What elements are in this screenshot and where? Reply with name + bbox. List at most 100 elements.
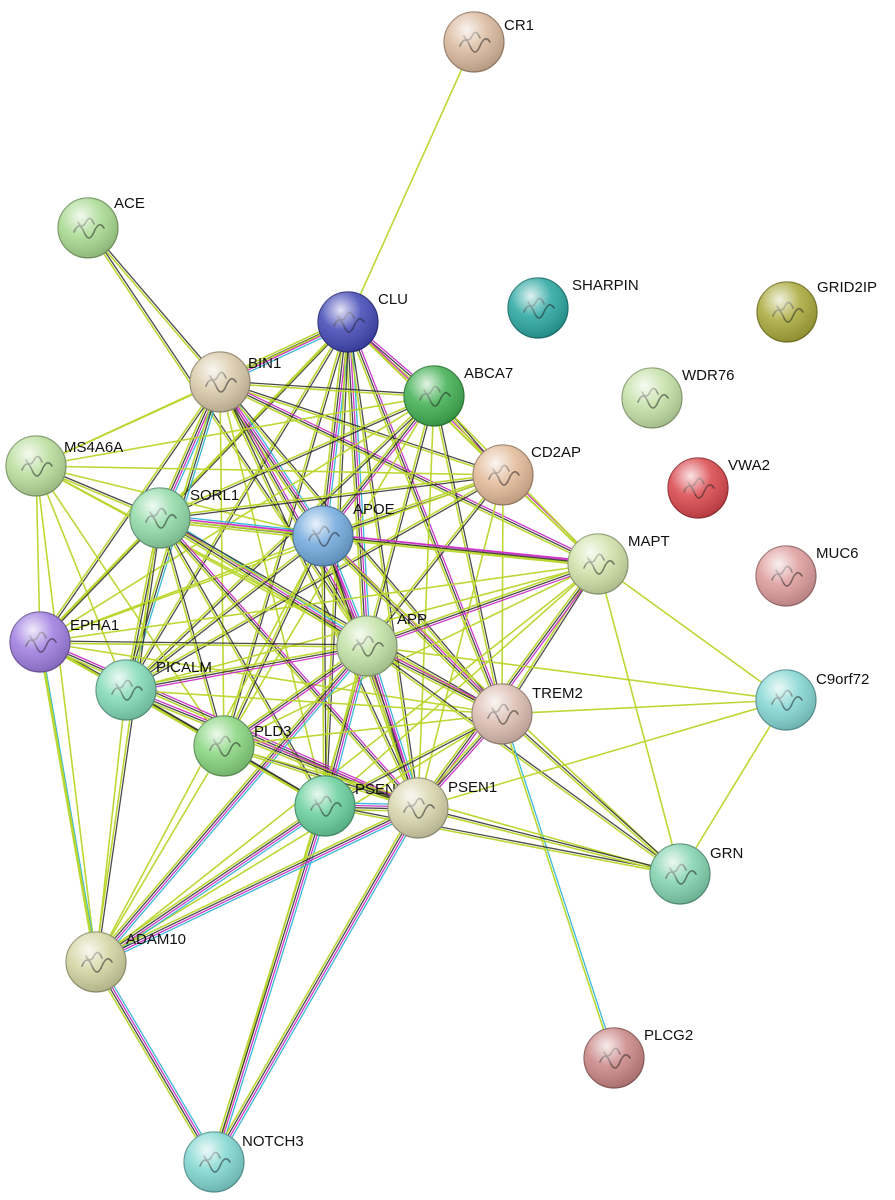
edge-line bbox=[38, 380, 220, 642]
node-bubble[interactable] bbox=[183, 1131, 245, 1193]
edge-abca7-picalm bbox=[124, 394, 436, 692]
edge-sorl1-pld3 bbox=[158, 517, 226, 747]
node-bubble[interactable] bbox=[667, 457, 729, 519]
node-grn[interactable]: GRN bbox=[649, 843, 743, 905]
edge-line bbox=[343, 322, 365, 647]
node-bubble[interactable] bbox=[57, 197, 119, 259]
edge-line bbox=[35, 465, 225, 747]
node-bubble[interactable] bbox=[336, 615, 398, 677]
edge-line bbox=[434, 395, 504, 714]
edge-line bbox=[418, 806, 681, 874]
edge-abca7-epha1 bbox=[39, 395, 435, 643]
node-label-ace: ACE bbox=[114, 195, 145, 212]
edge-line bbox=[223, 745, 681, 875]
edge-line bbox=[348, 321, 420, 808]
edge-pld3-adam10 bbox=[95, 745, 225, 963]
node-label-grn: GRN bbox=[710, 845, 743, 862]
node-abca7[interactable]: ABCA7 bbox=[403, 365, 513, 427]
node-picalm[interactable]: PICALM bbox=[95, 659, 212, 721]
node-label-clu: CLU bbox=[378, 291, 408, 308]
node-mapt[interactable]: MAPT bbox=[567, 533, 670, 595]
node-bubble[interactable] bbox=[5, 435, 67, 497]
node-notch3[interactable]: NOTCH3 bbox=[183, 1131, 304, 1193]
edge-line bbox=[38, 642, 96, 963]
node-label-psen1: PSEN1 bbox=[448, 779, 497, 796]
node-label-muc6: MUC6 bbox=[816, 545, 859, 562]
node-bubble[interactable] bbox=[387, 777, 449, 839]
edge-line bbox=[95, 563, 599, 963]
edge-line bbox=[39, 641, 97, 963]
node-bubble[interactable] bbox=[9, 611, 71, 673]
edge-line bbox=[219, 382, 434, 398]
edge-adam10-notch3 bbox=[92, 959, 218, 1165]
edge-mapt-c9orf72 bbox=[597, 563, 787, 701]
node-label-app: APP bbox=[397, 611, 427, 628]
node-clu[interactable]: CLU bbox=[317, 291, 408, 353]
edge-cd2ap-psen1 bbox=[417, 474, 504, 809]
node-muc6[interactable]: MUC6 bbox=[755, 545, 859, 607]
edge-line bbox=[322, 537, 598, 567]
node-adam10[interactable]: ADAM10 bbox=[65, 931, 186, 993]
node-bubble[interactable] bbox=[621, 367, 683, 429]
edge-line bbox=[93, 802, 324, 960]
node-cr1[interactable]: CR1 bbox=[443, 11, 534, 73]
edge-bin1-pld3 bbox=[219, 381, 225, 747]
node-c9orf72[interactable]: C9orf72 bbox=[755, 669, 869, 731]
edge-line bbox=[94, 962, 214, 1163]
node-bubble[interactable] bbox=[649, 843, 711, 905]
edge-line bbox=[35, 395, 435, 467]
edge-line bbox=[124, 394, 434, 690]
node-bubble[interactable] bbox=[756, 281, 818, 343]
edge-cd2ap-sorl1 bbox=[159, 473, 504, 520]
edge-line bbox=[365, 395, 434, 646]
edge-line bbox=[348, 321, 369, 646]
node-bubble[interactable] bbox=[755, 545, 817, 607]
node-bubble[interactable] bbox=[472, 444, 534, 506]
edge-line bbox=[597, 563, 787, 701]
edge-apoe-mapt bbox=[322, 533, 599, 567]
edge-line bbox=[417, 474, 504, 809]
edge-trem2-c9orf72 bbox=[501, 699, 787, 715]
node-bubble[interactable] bbox=[292, 505, 354, 567]
edge-line bbox=[158, 518, 224, 747]
node-bubble[interactable] bbox=[403, 365, 465, 427]
edge-line bbox=[366, 563, 599, 647]
edge-mapt-app bbox=[365, 561, 599, 649]
node-ace[interactable]: ACE bbox=[57, 195, 145, 259]
node-label-cr1: CR1 bbox=[504, 17, 534, 34]
edge-cd2ap-epha1 bbox=[39, 474, 504, 643]
node-bubble[interactable] bbox=[129, 487, 191, 549]
node-bubble[interactable] bbox=[755, 669, 817, 731]
edge-line bbox=[96, 806, 326, 964]
node-sharpin[interactable]: SHARPIN bbox=[507, 277, 639, 339]
node-ms4a6a[interactable]: MS4A6A bbox=[5, 435, 123, 497]
node-bubble[interactable] bbox=[317, 291, 379, 353]
node-bubble[interactable] bbox=[443, 11, 505, 73]
edge-ace-app bbox=[86, 227, 369, 648]
node-bubble[interactable] bbox=[189, 351, 251, 413]
node-plcg2[interactable]: PLCG2 bbox=[583, 1027, 693, 1089]
node-bubble[interactable] bbox=[95, 659, 157, 721]
node-bubble[interactable] bbox=[507, 277, 569, 339]
edge-cr1-clu bbox=[347, 41, 475, 323]
edge-picalm-trem2 bbox=[125, 689, 503, 715]
edge-epha1-app bbox=[39, 640, 368, 648]
edge-abca7-app bbox=[365, 395, 436, 647]
edge-line bbox=[39, 395, 435, 643]
node-bubble[interactable] bbox=[567, 533, 629, 595]
node-wdr76[interactable]: WDR76 bbox=[621, 367, 735, 429]
node-grid2ip[interactable]: GRID2IP bbox=[756, 279, 877, 343]
node-label-apoe: APOE bbox=[353, 501, 395, 518]
edge-trem2-plcg2 bbox=[500, 713, 616, 1059]
edge-apoe-epha1 bbox=[39, 535, 324, 643]
node-vwa2[interactable]: VWA2 bbox=[667, 457, 770, 519]
edge-line bbox=[210, 805, 416, 1161]
node-bubble[interactable] bbox=[583, 1027, 645, 1089]
node-bubble[interactable] bbox=[471, 683, 533, 745]
edge-line bbox=[92, 963, 212, 1165]
edge-line bbox=[126, 536, 325, 692]
node-bubble[interactable] bbox=[294, 775, 356, 837]
node-bubble[interactable] bbox=[193, 715, 255, 777]
node-bubble[interactable] bbox=[65, 931, 127, 993]
edge-line bbox=[126, 396, 436, 692]
